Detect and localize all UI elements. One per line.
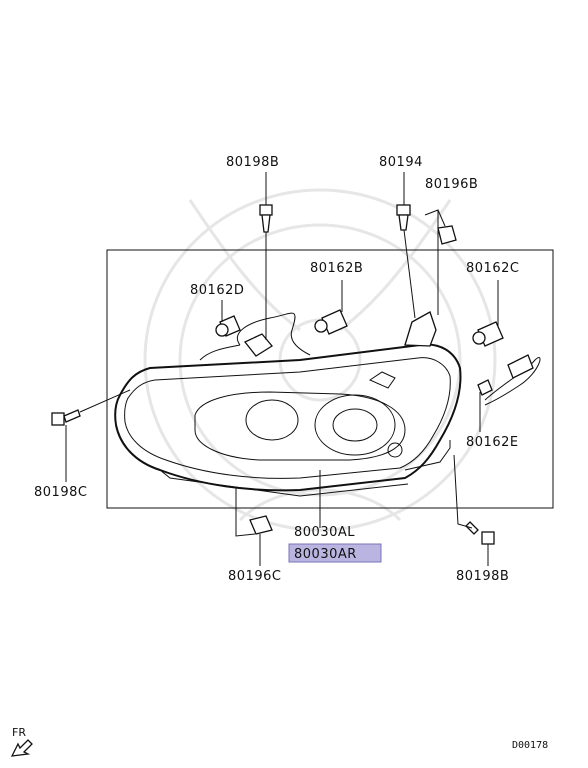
label-80198b-bottom: 80198B bbox=[456, 569, 509, 584]
label-80196c: 80196C bbox=[228, 569, 281, 584]
bulb-80162b bbox=[314, 309, 348, 335]
label-80194: 80194 bbox=[379, 155, 423, 170]
bolt-80198c bbox=[51, 409, 81, 426]
front-mark-label: FR bbox=[12, 726, 26, 739]
label-80196b: 80196B bbox=[425, 177, 478, 192]
bolt-80198b-top bbox=[259, 204, 273, 233]
label-80162e: 80162E bbox=[466, 435, 519, 450]
label-80030al: 80030AL bbox=[294, 525, 355, 540]
highlight-80030ar bbox=[288, 543, 382, 563]
parts-frame bbox=[106, 249, 554, 509]
nut-80194 bbox=[396, 204, 411, 231]
clip-80196c bbox=[249, 515, 273, 535]
bulb-80162c bbox=[472, 321, 504, 347]
front-arrow-icon bbox=[10, 739, 33, 757]
socket-80162e bbox=[477, 354, 534, 396]
label-80162d: 80162D bbox=[190, 283, 244, 298]
clip-80196b bbox=[437, 225, 457, 245]
label-80198c: 80198C bbox=[34, 485, 87, 500]
bulb-80162d bbox=[215, 315, 241, 337]
label-80162c: 80162C bbox=[466, 261, 519, 276]
label-80162b: 80162B bbox=[310, 261, 363, 276]
headlamp-assembly bbox=[114, 311, 541, 497]
label-80198b-top: 80198B bbox=[226, 155, 279, 170]
connector-plug bbox=[243, 333, 273, 357]
diagram-code: D00178 bbox=[512, 740, 548, 751]
leader-lines bbox=[65, 172, 499, 566]
bolt-80198b-bottom bbox=[465, 521, 495, 545]
label-80030ar: 80030AR bbox=[294, 547, 357, 562]
